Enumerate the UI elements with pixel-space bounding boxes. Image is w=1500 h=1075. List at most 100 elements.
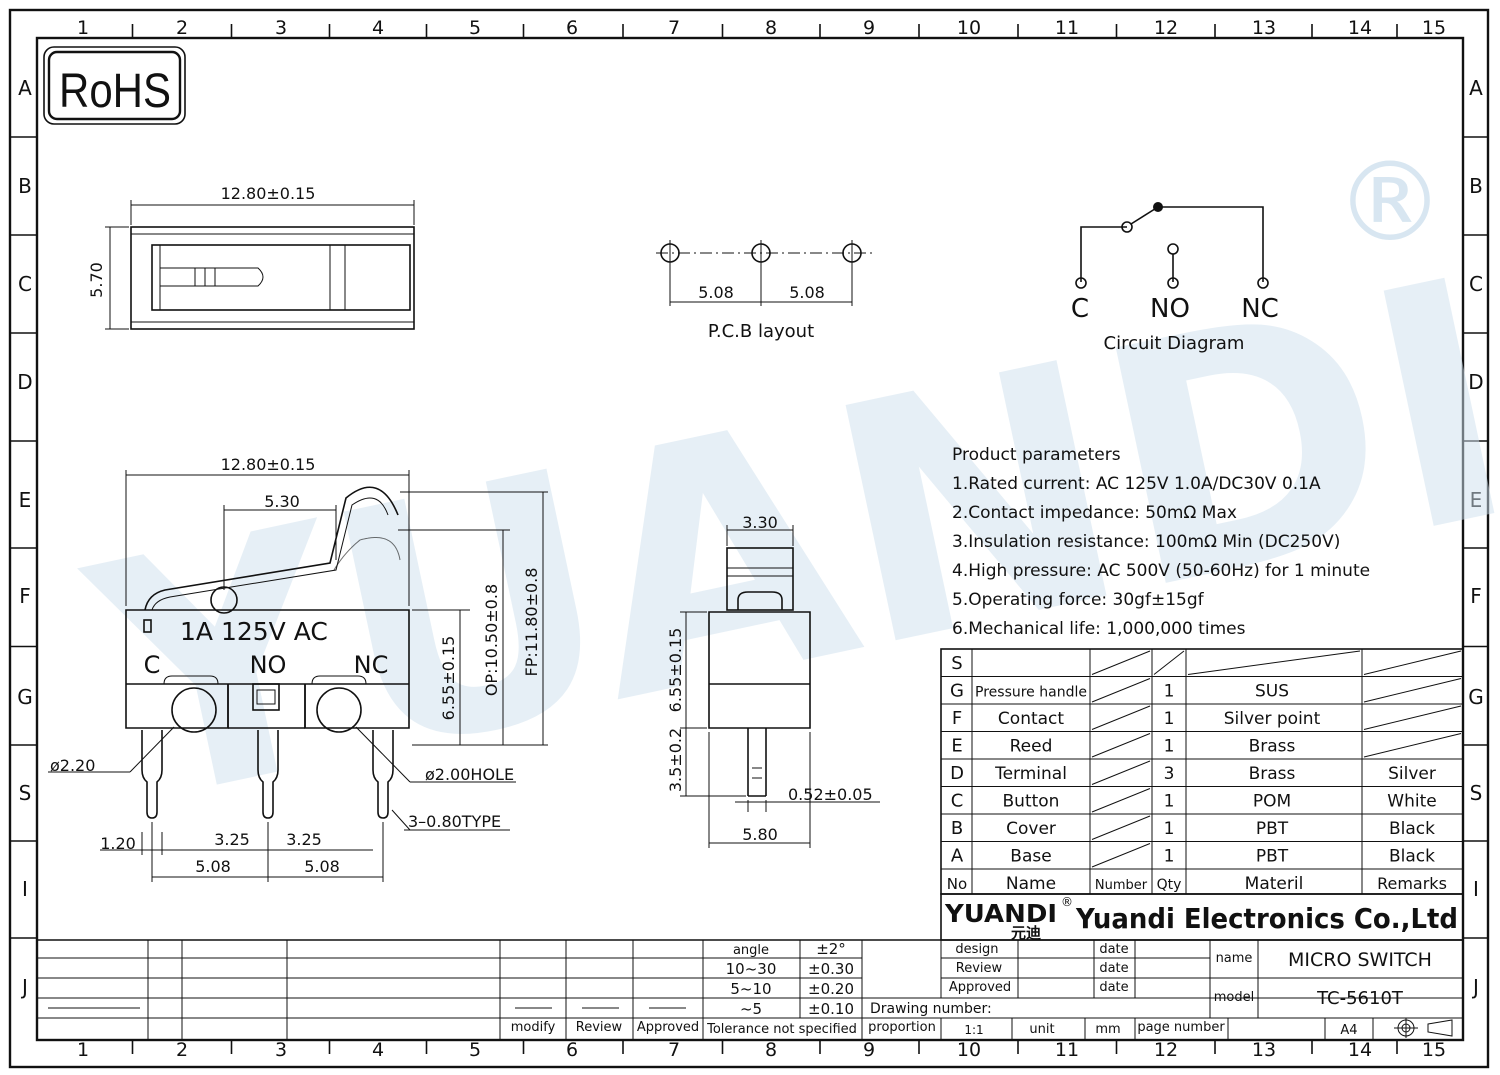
pcb-pitch-2: 5.08 xyxy=(789,283,825,302)
bom-header-material: Materil xyxy=(1245,874,1304,894)
title-name-value: MICRO SWITCH xyxy=(1288,949,1432,971)
company-logo: YUANDI xyxy=(944,899,1057,928)
bom-row-material: Silver point xyxy=(1224,709,1321,729)
zone-row-right: F xyxy=(1470,584,1482,608)
param-item: 3.Insulation resistance: 100mΩ Min (DC25… xyxy=(952,532,1340,552)
front-view-pin-c: C xyxy=(144,651,161,679)
zone-col-bottom: 11 xyxy=(1055,1039,1079,1061)
zone-col-bottom: 4 xyxy=(372,1039,384,1061)
front-view-gap-1: 3.25 xyxy=(214,830,250,849)
bom-row-material: POM xyxy=(1253,791,1291,811)
zone-row-left: E xyxy=(19,488,32,512)
bom-row-remark: Black xyxy=(1389,846,1435,866)
bom-row-remark: Black xyxy=(1389,819,1435,839)
circuit-pin-nc: NC xyxy=(1241,294,1279,324)
circuit-diagram: C NO NC Circuit Diagram xyxy=(1071,202,1279,354)
param-item: 1.Rated current: AC 125V 1.0A/DC30V 0.1A xyxy=(952,474,1321,494)
front-view-marking: 1A 125V AC xyxy=(180,617,328,646)
bom-row-remark: White xyxy=(1387,791,1436,811)
bom-row: S xyxy=(951,653,962,674)
zone-col-bottom: 9 xyxy=(863,1039,875,1061)
zone-row-left: F xyxy=(19,584,31,608)
side-view-top-dim: 3.30 xyxy=(742,513,778,532)
title-date-3: date xyxy=(1099,980,1128,995)
zone-col-top: 14 xyxy=(1348,17,1372,39)
bom-row-qty: 1 xyxy=(1164,709,1175,729)
front-view-pin-no: NO xyxy=(250,651,287,679)
tolerance-range: angle xyxy=(733,943,769,958)
front-view-pitch-1: 5.08 xyxy=(195,857,231,876)
zone-col-bottom: 5 xyxy=(469,1039,481,1061)
front-view-fp: FP:11.80±0.8 xyxy=(522,568,541,677)
param-item: 6.Mechanical life: 1,000,000 times xyxy=(952,619,1246,639)
title-model-value: TC-5610T xyxy=(1316,988,1404,1009)
bom-row-qty: 1 xyxy=(1164,791,1175,811)
zone-col-bottom: 7 xyxy=(668,1039,680,1061)
zone-col-top: 6 xyxy=(566,17,578,39)
side-view-pin-thick: 0.52±0.05 xyxy=(788,785,873,804)
front-view-pin-type: 3–0.80TYPE xyxy=(408,812,501,831)
zone-col-bottom: 14 xyxy=(1348,1039,1372,1061)
zone-col-bottom: 12 xyxy=(1154,1039,1178,1061)
tolerance-value: ±0.10 xyxy=(808,1000,854,1018)
company-logo-cn: 元迪 xyxy=(1011,924,1041,942)
zone-row-right: A xyxy=(1469,76,1483,100)
title-drawing-number: Drawing number: xyxy=(870,1001,992,1017)
title-scale: 1:1 xyxy=(964,1023,983,1037)
tolerance-range: ~5 xyxy=(740,1000,762,1018)
zone-row-left: D xyxy=(17,370,32,394)
zone-row-right: E xyxy=(1470,488,1483,512)
watermark-reg: ® xyxy=(1335,138,1445,266)
front-view: 1A 125V AC C NO NC 12.80±0.15 5.30 6.55±… xyxy=(48,455,548,882)
circuit-pin-c: C xyxy=(1071,294,1089,324)
bom-row-material: Brass xyxy=(1249,736,1296,756)
company-band: YUANDI 元迪 ® Yuandi Electronics Co.,Ltd xyxy=(940,893,1464,942)
bom-row-name: Button xyxy=(1003,791,1060,811)
zone-col-top: 10 xyxy=(957,17,981,39)
bom-row-qty: 1 xyxy=(1164,681,1175,701)
side-view: 3.30 6.55±0.15 3.5±0.2 0.52±0.05 5.80 xyxy=(666,513,880,848)
title-modify: modify xyxy=(511,1020,556,1035)
params-list: 1.Rated current: AC 125V 1.0A/DC30V 0.1A… xyxy=(952,474,1370,639)
rohs-badge: RoHS xyxy=(43,46,186,125)
zone-col-top: 15 xyxy=(1422,17,1446,39)
company-name: Yuandi Electronics Co.,Ltd xyxy=(1075,902,1458,935)
front-view-body-height: 6.55±0.15 xyxy=(439,636,458,721)
tolerance-rows: angle±2°10~30±0.305~10±0.20~5±0.10 xyxy=(726,940,854,1018)
zone-row-right: S xyxy=(1470,781,1483,805)
front-view-width-dim: 12.80±0.15 xyxy=(221,455,316,474)
front-view-dia-small: ø2.20 xyxy=(50,756,95,775)
bom-row-name: Cover xyxy=(1006,819,1056,839)
zone-col-top: 12 xyxy=(1154,17,1178,39)
circuit-pin-no: NO xyxy=(1150,294,1190,324)
bom-header-no: No xyxy=(947,875,967,893)
bom-row-remark: Silver xyxy=(1388,764,1436,784)
zone-col-top: 9 xyxy=(863,17,875,39)
bom-row-qty: 1 xyxy=(1164,819,1175,839)
top-view-height-dim: 5.70 xyxy=(87,262,106,298)
title-date-2: date xyxy=(1099,961,1128,976)
tolerance-value: ±2° xyxy=(816,940,846,958)
side-view-body-height: 6.55±0.15 xyxy=(666,628,685,713)
zone-row-left: A xyxy=(18,76,32,100)
title-review: Review xyxy=(956,961,1003,976)
zone-col-top: 13 xyxy=(1252,17,1276,39)
param-item: 2.Contact impedance: 50mΩ Max xyxy=(952,503,1237,523)
company-reg: ® xyxy=(1061,895,1073,909)
zone-col-bottom: 6 xyxy=(566,1039,578,1061)
front-view-lever-dim: 5.30 xyxy=(264,492,300,511)
bom-row-name: Terminal xyxy=(994,764,1067,784)
pcb-layout: 5.08 5.08 P.C.B layout xyxy=(656,240,876,342)
front-view-pitch-2: 5.08 xyxy=(304,857,340,876)
tolerance-value: ±0.30 xyxy=(808,960,854,978)
pcb-layout-label: P.C.B layout xyxy=(708,321,814,342)
